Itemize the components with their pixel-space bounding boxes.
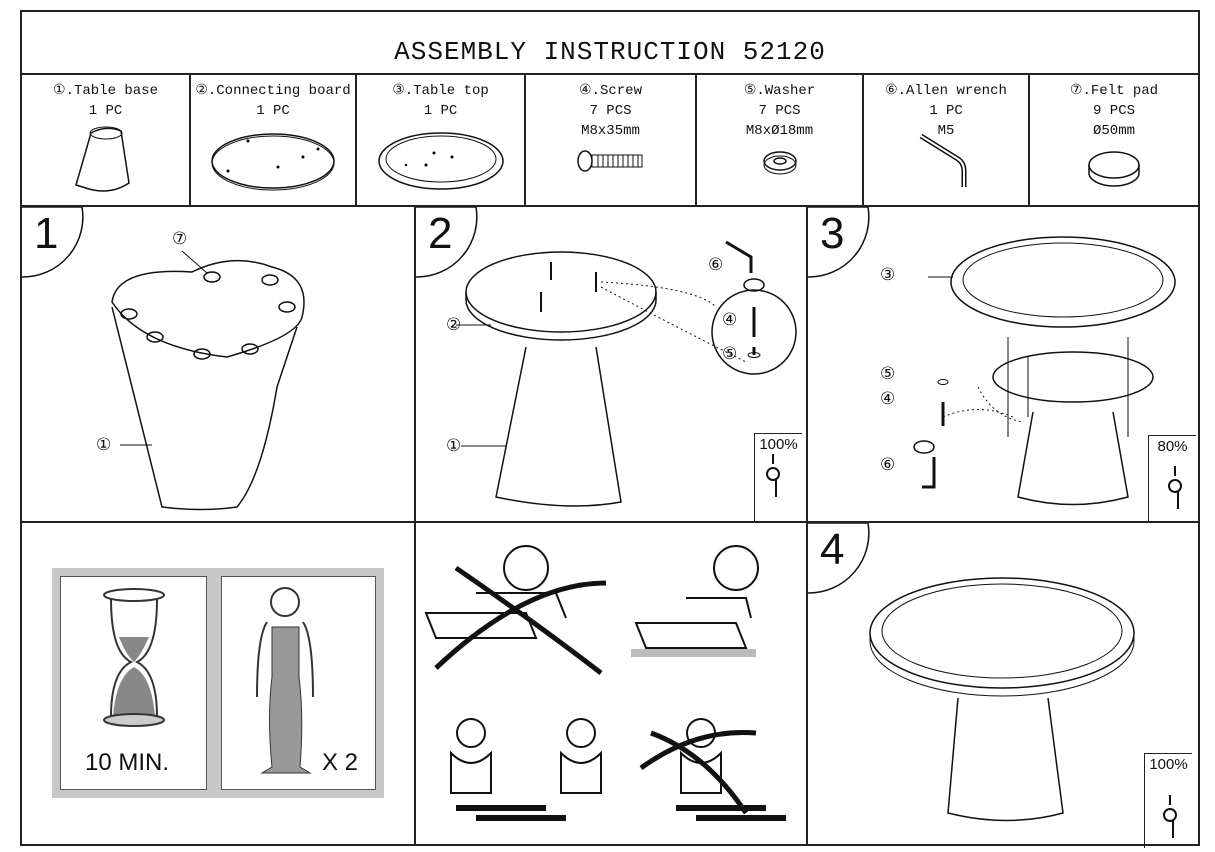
hourglass-icon [103,588,165,727]
step-4-panel: 4 100% [808,523,1200,848]
handling-tips-panel [416,523,808,846]
part-name: ⑥.Allen wrench [885,83,1007,99]
part-qty: 1 PC [929,103,963,119]
washer-icon [762,151,797,175]
part-spec: Ø50mm [1092,123,1135,139]
parts-list: ①.Table base 1 PC ②.Connecting board 1 P… [22,75,1198,207]
part-washer: ⑤.Washer 7 PCS M8xØ18mm [697,75,864,205]
step-number: 4 [820,525,845,574]
callout-table-top: ③ [880,265,896,285]
persons-required: X 2 [322,749,359,776]
step-2-illustration [416,207,797,507]
callout-connecting-board: ② [446,315,462,335]
assembly-time: 10 MIN. [85,749,170,776]
connecting-board-icon [211,133,335,191]
part-spec: M5 [937,123,955,139]
step-number: 2 [428,209,453,258]
part-qty: 7 PCS [589,103,632,119]
step-number: 3 [820,209,845,258]
step-3-panel: 3 ③ ⑤ ④ ⑥ 80% [808,207,1200,523]
callout-table-base: ① [446,436,462,456]
allen-wrench-icon [919,133,967,187]
instruction-sheet: ASSEMBLY INSTRUCTION 52120 ①.Table base … [20,10,1200,848]
step-number: 1 [34,209,59,258]
screw-icon [576,150,642,172]
part-name: ①.Table base [53,83,158,99]
table-top-icon [377,132,504,190]
part-qty: 7 PCS [758,103,801,119]
part-qty: 1 PC [88,103,123,119]
step-4-illustration [808,523,1178,838]
callout-table-base: ① [96,435,112,455]
part-name: ③.Table top [392,83,489,99]
person-icon [256,587,314,774]
callout-screw: ④ [722,310,738,330]
callout-washer: ⑤ [722,344,738,364]
step-3-illustration [808,207,1183,509]
part-spec: M8x35mm [581,123,640,139]
table-base-icon [74,126,130,192]
part-qty: 1 PC [423,103,458,119]
callout-allen-wrench: ⑥ [708,255,724,275]
part-spec: M8xØ18mm [745,123,814,139]
page-title: ASSEMBLY INSTRUCTION 52120 [22,12,1198,75]
part-qty: 9 PCS [1092,103,1135,119]
callout-screw: ④ [880,389,896,409]
part-name: ⑦.Felt pad [1069,83,1159,99]
step-2-panel: 2 ② ① ⑥ ④ ⑤ 100% [416,207,808,523]
part-screw: ④.Screw 7 PCS M8x35mm [526,75,697,205]
step-1-illustration [22,207,305,511]
part-table-top: ③.Table top 1 PC [357,75,526,205]
torque-indicator: 100% [754,433,802,521]
part-name: ④.Screw [579,83,642,99]
info-panel: 10 MIN. X 2 [22,523,416,846]
part-allen-wrench: ⑥.Allen wrench 1 PC M5 [864,75,1030,205]
felt-pad-icon [1088,151,1140,187]
callout-allen-wrench: ⑥ [880,455,896,475]
part-name: ②.Connecting board [195,83,351,99]
part-name: ⑤.Washer [743,83,816,99]
persons-card: X 2 [221,576,376,790]
callout-washer: ⑤ [880,364,896,384]
part-felt-pad: ⑦.Felt pad 9 PCS Ø50mm [1030,75,1198,205]
part-connecting-board: ②.Connecting board 1 PC [191,75,357,205]
part-table-base: ①.Table base 1 PC [22,75,191,205]
handling-tips-illustration [424,545,786,821]
torque-indicator: 80% [1148,435,1196,523]
torque-indicator: 100% [1144,753,1192,848]
step-1-panel: 1 ⑦ ① [22,207,416,523]
part-qty: 1 PC [256,103,290,119]
callout-felt-pad: ⑦ [172,229,188,249]
time-card: 10 MIN. [60,576,207,790]
